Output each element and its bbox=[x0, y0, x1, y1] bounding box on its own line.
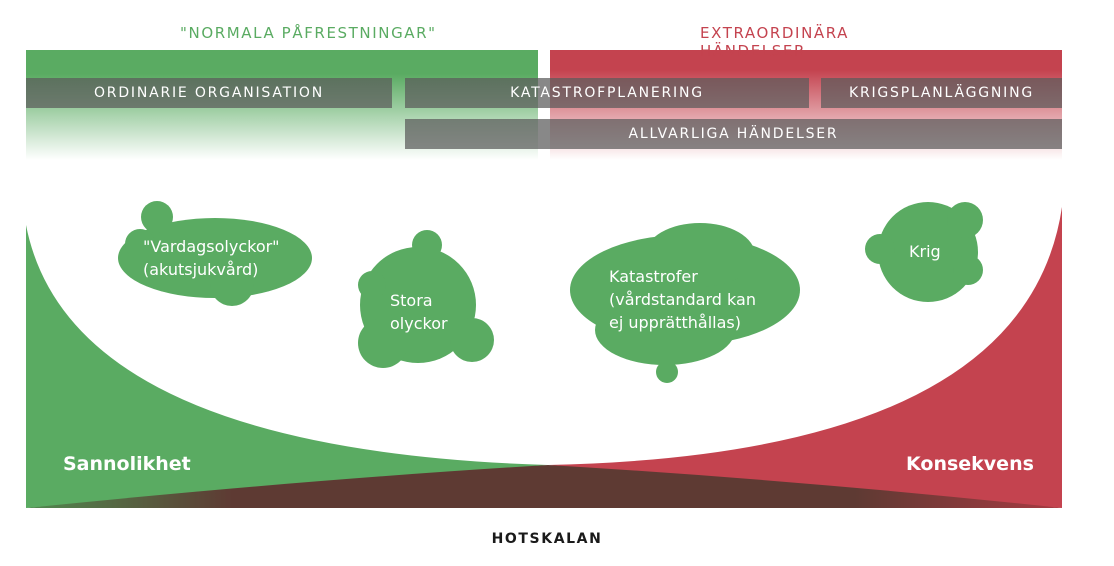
consequence-area bbox=[548, 207, 1062, 465]
cloud-catastrophes bbox=[570, 223, 800, 383]
band-catastrophe-planning: KATASTROFPLANERING bbox=[405, 78, 809, 108]
cloud-catastrophes-text: Katastrofer (vårdstandard kan ej upprätt… bbox=[609, 267, 756, 332]
cloud-war-text: Krig bbox=[909, 242, 941, 261]
cloud-major bbox=[358, 230, 494, 368]
band-serious-events: ALLVARLIGA HÄNDELSER bbox=[405, 119, 1062, 149]
probability-label: Sannolikhet bbox=[63, 453, 191, 475]
cloud-everyday bbox=[118, 201, 312, 306]
cloud-everyday-text: "Vardagsolyckor" (akutsjukvård) bbox=[143, 237, 280, 279]
cloud-war bbox=[865, 202, 983, 302]
overlap-area bbox=[26, 465, 1062, 508]
threat-scale-caption: HOTSKALAN bbox=[491, 531, 603, 547]
band-war-planning: KRIGSPLANLÄGGNING bbox=[821, 78, 1062, 108]
cloud-major-text: Stora olyckor bbox=[390, 291, 448, 333]
extraordinary-events-label: EXTRAORDINÄRA HÄNDELSER bbox=[700, 24, 850, 60]
consequence-label: Konsekvens bbox=[906, 453, 1034, 475]
probability-area bbox=[26, 225, 548, 465]
normal-stress-label: "NORMALA PÅFRESTNINGAR" bbox=[180, 24, 437, 42]
band-ordinary-organisation: ORDINARIE ORGANISATION bbox=[26, 78, 392, 108]
